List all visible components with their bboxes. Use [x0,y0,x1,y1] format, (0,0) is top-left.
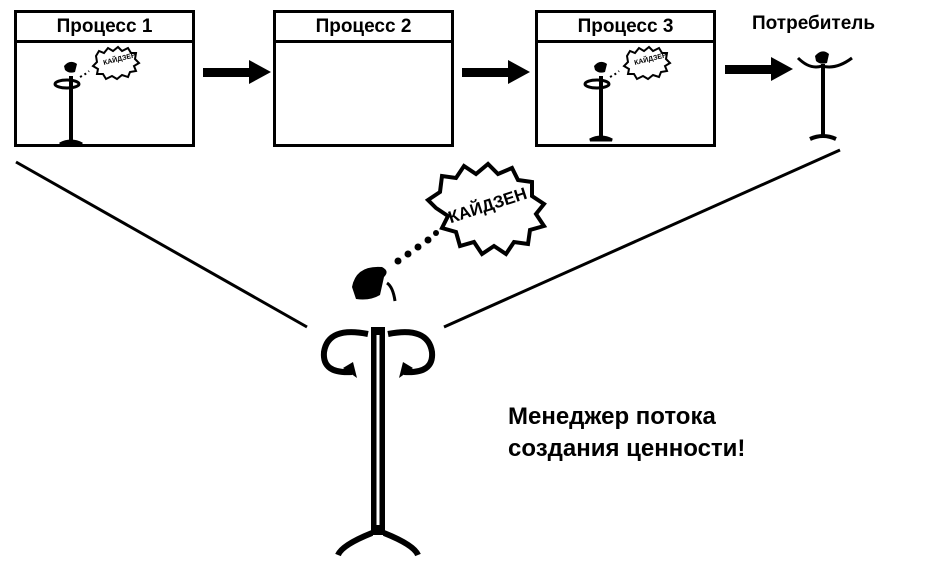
consumer-label: Потребитель [752,13,876,34]
process-title-2: Процесс 2 [276,13,451,43]
connector-line-left [15,160,308,329]
process-title-3: Процесс 3 [538,13,713,43]
arrow-3-to-consumer [725,57,793,81]
manager-caption: Менеджер потока создания ценности! [508,401,745,465]
caption-line-1: Менеджер потока [508,403,716,430]
caption-line-2: создания ценности! [508,435,746,462]
manager-figure [320,230,439,557]
arrow-1-to-2 [203,60,271,84]
process-title-1: Процесс 1 [17,13,192,43]
process-box-2: Процесс 2 [273,10,454,147]
arrow-2-to-3 [462,60,530,84]
process-box-1: Процесс 1 [14,10,195,147]
kaizen-bubble-big [424,161,548,257]
connector-line-right [443,148,841,329]
process-box-3: Процесс 3 [535,10,716,147]
consumer-figure [796,51,853,141]
